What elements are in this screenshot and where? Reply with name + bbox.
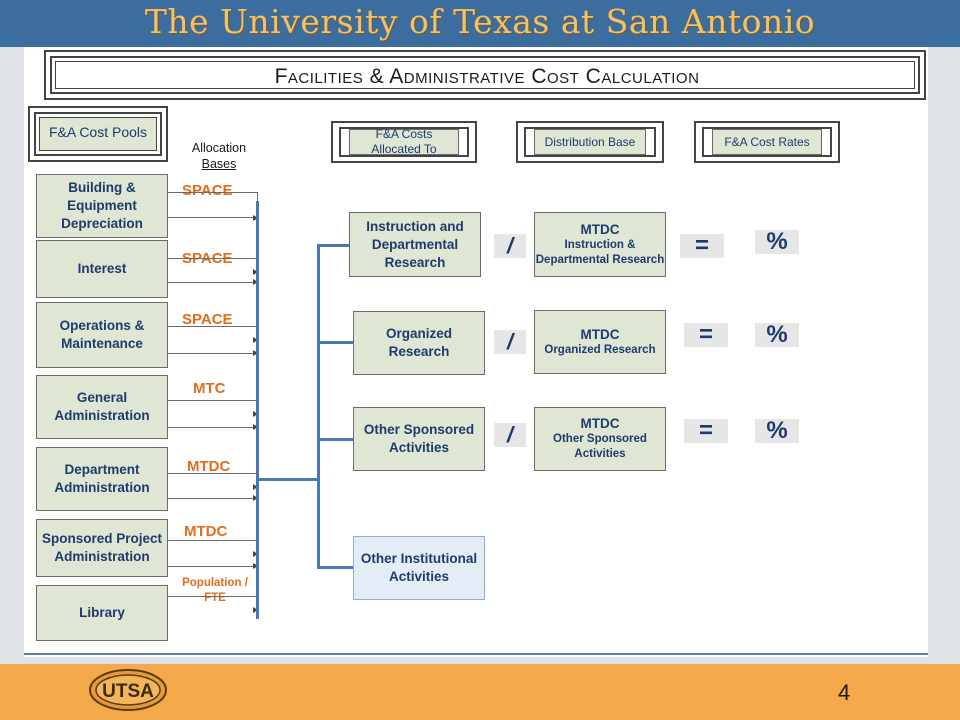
pool-interest: Interest bbox=[36, 240, 168, 298]
mtdc-title: MTDC bbox=[580, 416, 620, 431]
connector-tab bbox=[168, 192, 258, 210]
header-rates-label: F&A Cost Rates bbox=[712, 129, 822, 155]
slide-bottom-rule bbox=[24, 653, 928, 655]
branch-line bbox=[318, 244, 349, 247]
pools-header: F&A Cost Pools bbox=[28, 106, 168, 162]
page-number: 4 bbox=[838, 680, 851, 705]
arrow-icon bbox=[253, 269, 258, 275]
alloc-other-institutional-activities: Other Institutional Activities bbox=[353, 536, 485, 600]
connector-tab bbox=[168, 258, 258, 272]
title-banner: Facilities & Administrative Cost Calcula… bbox=[44, 50, 926, 100]
divide-sign: / bbox=[494, 329, 526, 354]
connector-tab bbox=[168, 212, 258, 218]
alloc-other-sponsored-activities: Other Sponsored Activities bbox=[353, 407, 485, 471]
header-bar bbox=[0, 0, 960, 47]
mtdc-subtitle: Instruction & Departmental Research bbox=[535, 238, 665, 266]
mtdc-subtitle: Organized Research bbox=[544, 343, 656, 356]
header-distribution-base: Distribution Base bbox=[516, 121, 664, 163]
basis-label: MTDC bbox=[184, 523, 228, 540]
arrow-icon bbox=[253, 563, 258, 569]
pool-building-equipment-depreciation: Building & Equipment Depreciation bbox=[36, 174, 168, 238]
arrow-icon bbox=[253, 337, 258, 343]
arrow-icon bbox=[253, 411, 258, 417]
pool-general-administration: General Administration bbox=[36, 375, 168, 439]
equals-sign: = bbox=[684, 417, 728, 444]
mtdc-title: MTDC bbox=[580, 221, 620, 237]
alloc-instruction-departmental-research: Instruction and Departmental Research bbox=[349, 212, 481, 277]
equals-sign: = bbox=[680, 232, 724, 259]
connector-tab bbox=[168, 282, 258, 283]
pool-bus-line bbox=[256, 201, 259, 619]
connector-tab bbox=[168, 566, 258, 567]
arrow-icon bbox=[253, 215, 258, 221]
header-rates: F&A Cost Rates bbox=[694, 121, 840, 163]
header-allocated-to-label: F&A Costs Allocated To bbox=[349, 127, 459, 156]
mtdc-title: MTDC bbox=[580, 326, 620, 342]
arrow-icon bbox=[253, 495, 258, 501]
divide-sign: / bbox=[494, 422, 526, 447]
connector-tab bbox=[168, 427, 258, 428]
basis-label: SPACE bbox=[182, 311, 233, 328]
header-allocated-to: F&A Costs Allocated To bbox=[331, 121, 477, 163]
connector-tab bbox=[168, 326, 258, 340]
header-distribution-base-label: Distribution Base bbox=[534, 129, 646, 155]
connector-tab bbox=[168, 540, 258, 554]
university-title: The University of Texas at San Antonio bbox=[144, 2, 816, 41]
mtdc-subtitle: Other Sponsored Activities bbox=[553, 433, 647, 460]
bus-connector bbox=[258, 478, 318, 481]
connector-tab bbox=[168, 596, 258, 610]
basis-label: MTC bbox=[193, 380, 226, 397]
arrow-icon bbox=[253, 484, 258, 490]
basis-label: SPACE bbox=[182, 182, 233, 199]
connector-tab bbox=[168, 498, 258, 499]
basis-label: MTDC bbox=[187, 458, 231, 475]
pools-header-label: F&A Cost Pools bbox=[48, 124, 148, 140]
pool-sponsored-project-administration: Sponsored Project Administration bbox=[36, 519, 168, 577]
pool-library: Library bbox=[36, 585, 168, 641]
left-margin bbox=[0, 47, 24, 664]
slide-title: Facilities & Administrative Cost Calcula… bbox=[274, 65, 700, 88]
arrow-icon bbox=[253, 607, 258, 613]
basis-label: Population / FTE bbox=[182, 577, 248, 604]
mtdc-box: MTDC Instruction & Departmental Research bbox=[534, 212, 666, 277]
arrow-icon bbox=[253, 350, 258, 356]
pool-department-administration: Department Administration bbox=[36, 447, 168, 511]
allocation-bus-line bbox=[317, 244, 320, 569]
arrow-icon bbox=[253, 551, 258, 557]
arrow-icon bbox=[253, 279, 258, 285]
branch-line bbox=[318, 566, 353, 569]
alloc-organized-research: Organized Research bbox=[353, 311, 485, 375]
svg-text:UTSA: UTSA bbox=[102, 681, 154, 702]
branch-line bbox=[318, 438, 353, 441]
pool-operations-maintenance: Operations & Maintenance bbox=[36, 302, 168, 368]
percent-sign: % bbox=[755, 321, 799, 348]
arrow-icon bbox=[253, 424, 258, 430]
connector-tab bbox=[168, 473, 258, 487]
divide-sign: / bbox=[494, 233, 526, 258]
percent-sign: % bbox=[755, 417, 799, 444]
allocation-bases-label: Allocation Bases bbox=[191, 141, 247, 171]
mtdc-box: MTDC Organized Research bbox=[534, 310, 666, 374]
percent-sign: % bbox=[755, 228, 799, 255]
connector-tab bbox=[168, 353, 258, 354]
equals-sign: = bbox=[684, 321, 728, 348]
branch-line bbox=[318, 341, 353, 344]
mtdc-box: MTDC Other Sponsored Activities bbox=[534, 407, 666, 471]
connector-tab bbox=[168, 400, 258, 414]
utsa-logo: UTSA bbox=[89, 669, 167, 711]
